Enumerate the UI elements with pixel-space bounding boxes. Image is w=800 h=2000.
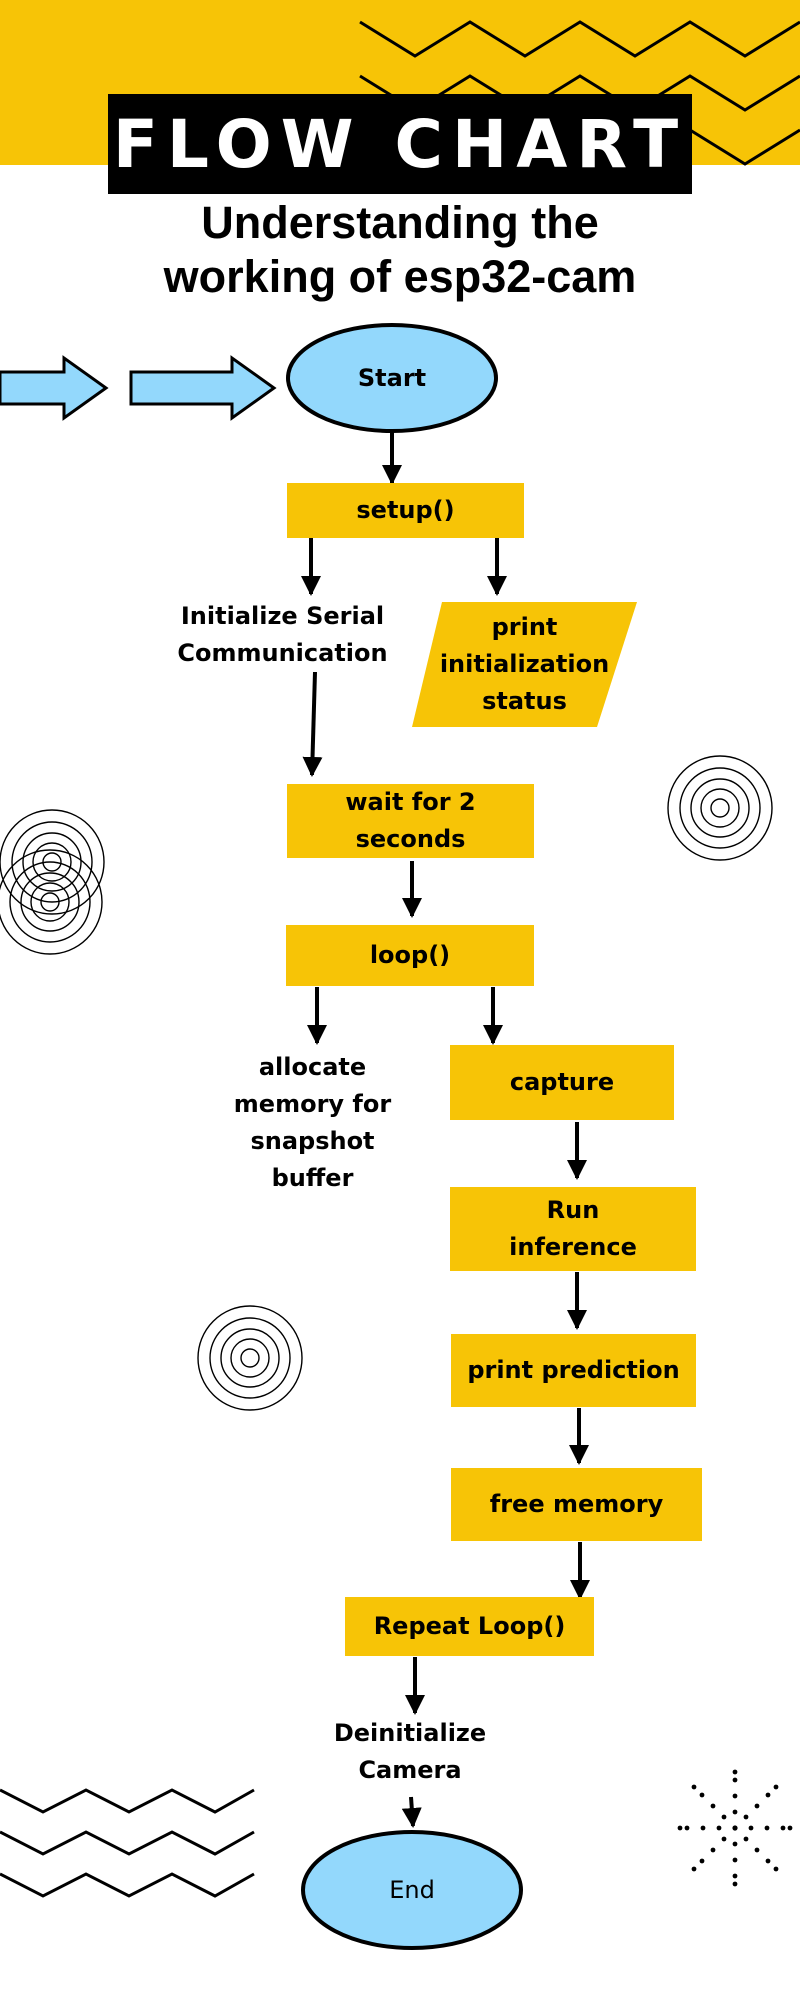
- print-init-node: print initialization status: [422, 608, 627, 720]
- allocate-node: allocate memory for snapshot buffer: [200, 1048, 425, 1198]
- wait-node: wait for 2 seconds: [287, 784, 534, 858]
- run-inference-node: Run inference: [450, 1187, 696, 1271]
- allocate-label-2: memory for: [233, 1090, 392, 1118]
- end-ellipse: [301, 1830, 523, 1950]
- concentric-circles-middle: [197, 1305, 303, 1411]
- loop-node: loop(): [286, 925, 534, 986]
- setup-node: setup(): [287, 483, 524, 538]
- init-serial-node: Initialize Serial Communication: [160, 598, 405, 672]
- allocate-label-4: buffer: [271, 1164, 354, 1192]
- arrow-shape-left: [0, 355, 277, 421]
- repeat-loop-label: Repeat Loop(): [373, 1612, 566, 1640]
- wait-label: wait for 2 seconds: [345, 788, 476, 853]
- run-label-2: inference: [509, 1233, 637, 1261]
- repeat-loop-node: Repeat Loop(): [345, 1597, 594, 1656]
- allocate-label-1: allocate: [258, 1053, 367, 1081]
- allocate-label-3: snapshot: [250, 1127, 375, 1155]
- zigzag-pattern-bottom: [0, 1788, 255, 1898]
- deinit-camera-node: Deinitialize Camera: [300, 1715, 520, 1789]
- init-serial-label-1: Initialize Serial: [180, 602, 385, 630]
- arrow-deinit-to-end: [401, 1796, 422, 1828]
- free-memory-node: free memory: [451, 1468, 702, 1541]
- deinit-label-1: Deinitialize: [333, 1719, 487, 1747]
- print-initialization-parallelogram: [412, 602, 637, 727]
- subtitle-line-1: Understanding the: [201, 197, 599, 248]
- subtitle-line-2: working of esp32-cam: [163, 251, 637, 302]
- concentric-circles-right: [667, 755, 773, 861]
- capture-label: capture: [509, 1068, 615, 1096]
- dotted-starburst: [677, 1769, 793, 1887]
- start-ellipse: [286, 323, 498, 433]
- end-node: End: [303, 1862, 521, 1918]
- print-prediction-label: print prediction: [467, 1356, 680, 1384]
- setup-label: setup(): [356, 496, 455, 524]
- deinit-label-2: Camera: [358, 1756, 462, 1784]
- flow-arrows: [301, 432, 590, 1828]
- init-serial-label-2: Communication: [177, 639, 388, 667]
- print-init-label-3: status: [482, 686, 567, 715]
- start-node: Start: [288, 350, 496, 406]
- page-title: FLOW CHART: [112, 105, 688, 183]
- free-memory-label: free memory: [489, 1490, 664, 1518]
- start-label: Start: [357, 363, 427, 392]
- print-init-label-2: initialization: [439, 649, 610, 678]
- print-prediction-node: print prediction: [451, 1334, 696, 1407]
- loop-label: loop(): [369, 941, 451, 969]
- page-subtitle: Understanding the working of esp32-cam: [60, 196, 740, 304]
- print-init-label-1: print: [491, 612, 558, 641]
- title-banner: FLOW CHART: [108, 94, 692, 194]
- concentric-circles-left: [0, 809, 105, 955]
- arrow-init-serial-to-wait: [302, 671, 323, 777]
- run-label-1: Run: [546, 1196, 600, 1224]
- capture-node: capture: [450, 1045, 674, 1120]
- end-label: End: [389, 1875, 435, 1904]
